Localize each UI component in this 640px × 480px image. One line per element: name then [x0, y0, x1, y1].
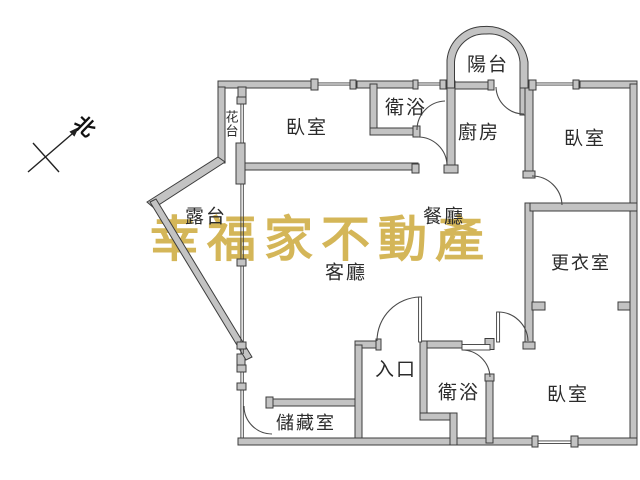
bathroom-bottom-door-leaf: [461, 344, 491, 351]
room-label-kitchen: 廚房: [457, 122, 501, 144]
room-label-living-room: 客廳: [324, 262, 368, 284]
storage-door-arc: [243, 405, 273, 435]
bathroom-top-door-arc: [416, 100, 446, 131]
room-label-walk-in-closet: 更衣室: [551, 253, 611, 273]
room-label-dining-room: 餐廳: [422, 206, 466, 228]
room-label-bedroom-bottom: 臥室: [546, 384, 590, 406]
bedroom-bottom-door-arc: [497, 311, 529, 342]
bedroom-bottom-door-leaf: [496, 311, 501, 343]
balcony-door-arc: [495, 86, 525, 115]
compass-north-icon: [27, 127, 79, 173]
room-label-bathroom-top: 衛浴: [384, 97, 428, 119]
bedroom-top-right-door-arc: [531, 175, 563, 206]
room-label-terrace: 露台: [184, 206, 228, 228]
room-label-entrance: 入口: [374, 359, 418, 381]
room-label-bedroom-top-left: 臥室: [285, 117, 329, 139]
entrance-door-leaf: [418, 296, 423, 343]
bedroom-top-left-door-arc: [417, 136, 448, 166]
entrance-door-arc: [376, 296, 421, 342]
balcony-arch-wall: [446, 25, 529, 89]
room-label-bathroom-bottom: 衛浴: [437, 382, 481, 404]
room-label-flower-bed: 花台: [223, 110, 239, 138]
bathroom-bottom-door-arc: [461, 349, 491, 378]
watermark-text: 幸福家不動產: [150, 211, 493, 268]
room-label-storage-room: 儲藏室: [276, 413, 336, 433]
room-label-bedroom-top-right: 臥室: [563, 128, 607, 150]
walls-layer: [146, 25, 638, 446]
room-label-balcony: 陽台: [466, 54, 510, 76]
windows-layer: [236, 78, 580, 448]
doors-layer: [243, 86, 563, 435]
